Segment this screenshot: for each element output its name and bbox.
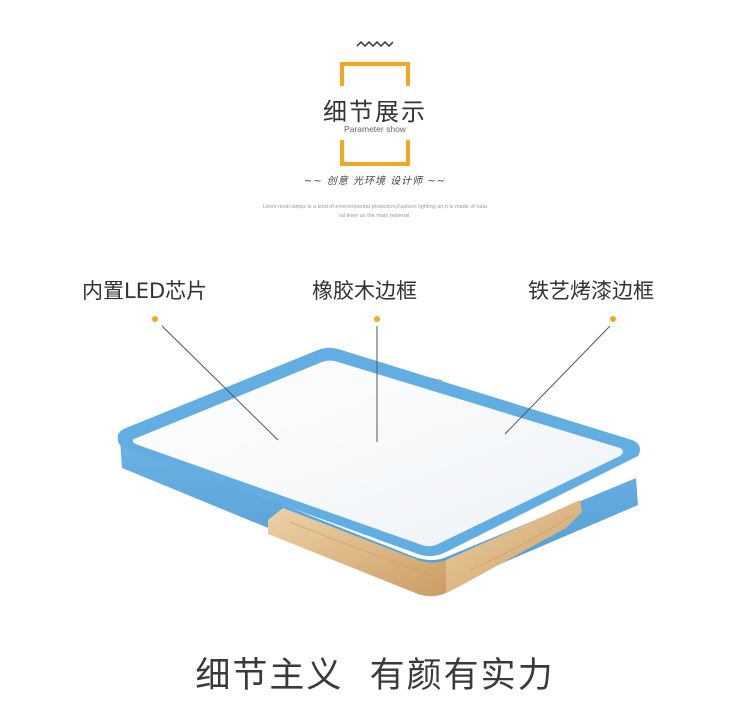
callout-label-rubberwood-frame: 橡胶木边框 (312, 279, 417, 303)
footer-tagline: 细节主义 有颜有实力 (195, 656, 555, 696)
callout-dot-led-chip (152, 316, 158, 322)
description-text: Linen resin lamps is a kind of environme… (238, 203, 512, 221)
description-line-2: ral linen as the main material. (339, 213, 411, 219)
front-wood-corner (268, 508, 462, 597)
title-bracket-frame (340, 62, 410, 166)
callout-dot-iron-frame (610, 316, 616, 322)
right-wood-corner (446, 500, 582, 593)
callout-dot-rubberwood-frame (374, 316, 380, 322)
description-line-1: Linen resin lamps is a kind of environme… (262, 204, 488, 210)
diffuser-panel (132, 360, 623, 547)
leader-line-led-chip (161, 325, 279, 441)
wave-decoration-icon (356, 40, 394, 48)
callout-label-iron-frame: 铁艺烤漆边框 (528, 279, 654, 303)
callout-label-led-chip: 内置LED芯片 (82, 279, 208, 303)
slogan-text: ~~ 创意 光环境 设计师 ~~ (303, 176, 447, 187)
section-title: 细节展示 (323, 98, 427, 126)
leader-line-iron-frame (504, 325, 611, 435)
section-subtitle: Parameter show (344, 124, 406, 134)
